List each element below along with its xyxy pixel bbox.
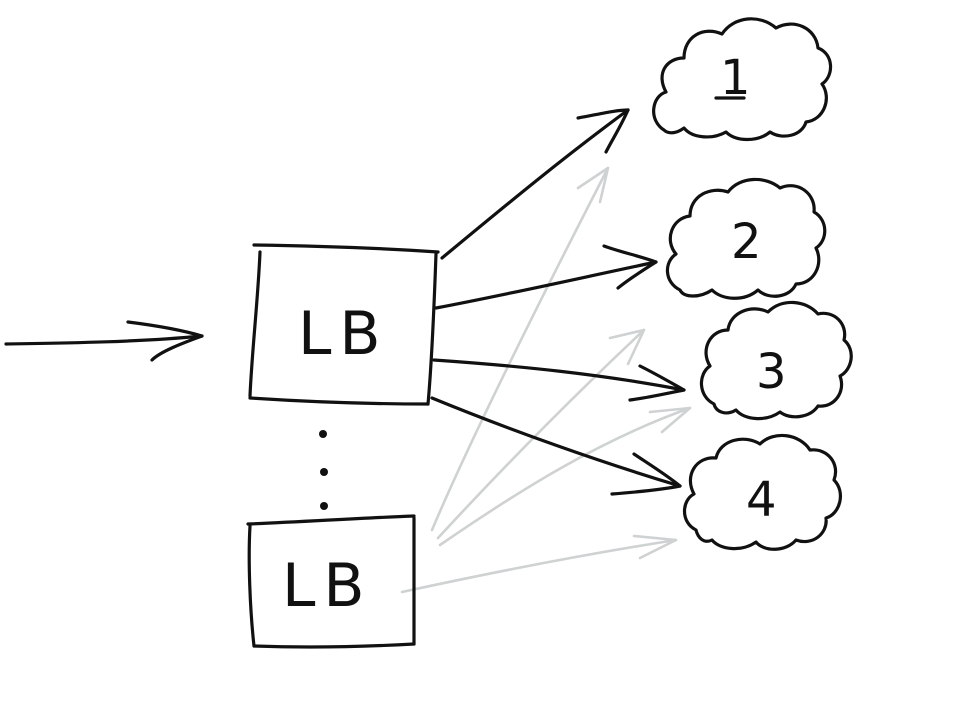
server-label-4: 4 [746,472,777,528]
load-balancer-bottom [246,514,416,649]
load-balancer-top [248,243,440,406]
server-cloud-2 [665,177,827,300]
server-label-3: 3 [756,344,787,400]
arrow-head-3 [628,364,686,402]
load-balancer-top-label: LB [298,299,389,369]
arrows-to-servers [430,108,686,496]
faint-arrow-head-3a [608,328,646,366]
faint-arrow-head-1 [576,166,610,204]
server-cloud-3 [699,300,853,421]
arrow-to-server-3 [432,358,686,392]
load-balancer-bottom-label: LB [282,551,373,621]
arrow-head-2 [602,244,658,290]
faint-arrow-to-server-4 [400,538,678,594]
arrow-to-server-2 [434,260,658,310]
arrow-to-server-4 [430,396,682,488]
server-label-2: 2 [731,214,762,270]
faint-arrow-to-server-1 [430,166,610,532]
server-cloud-4 [682,433,843,551]
faint-arrow-head-4 [632,534,678,560]
ellipsis-dots [319,430,328,510]
arrow-to-server-1 [440,108,630,260]
arrow-head-4 [610,452,682,496]
faint-arrow-to-server-3a [436,328,646,540]
arrow-head-1 [576,108,630,154]
faint-arrows [400,166,692,594]
faint-arrow-to-server-3b [438,406,692,547]
faint-arrow-head-3b [648,406,692,434]
server-cloud-1 [652,17,833,142]
incoming-arrow [4,320,204,362]
